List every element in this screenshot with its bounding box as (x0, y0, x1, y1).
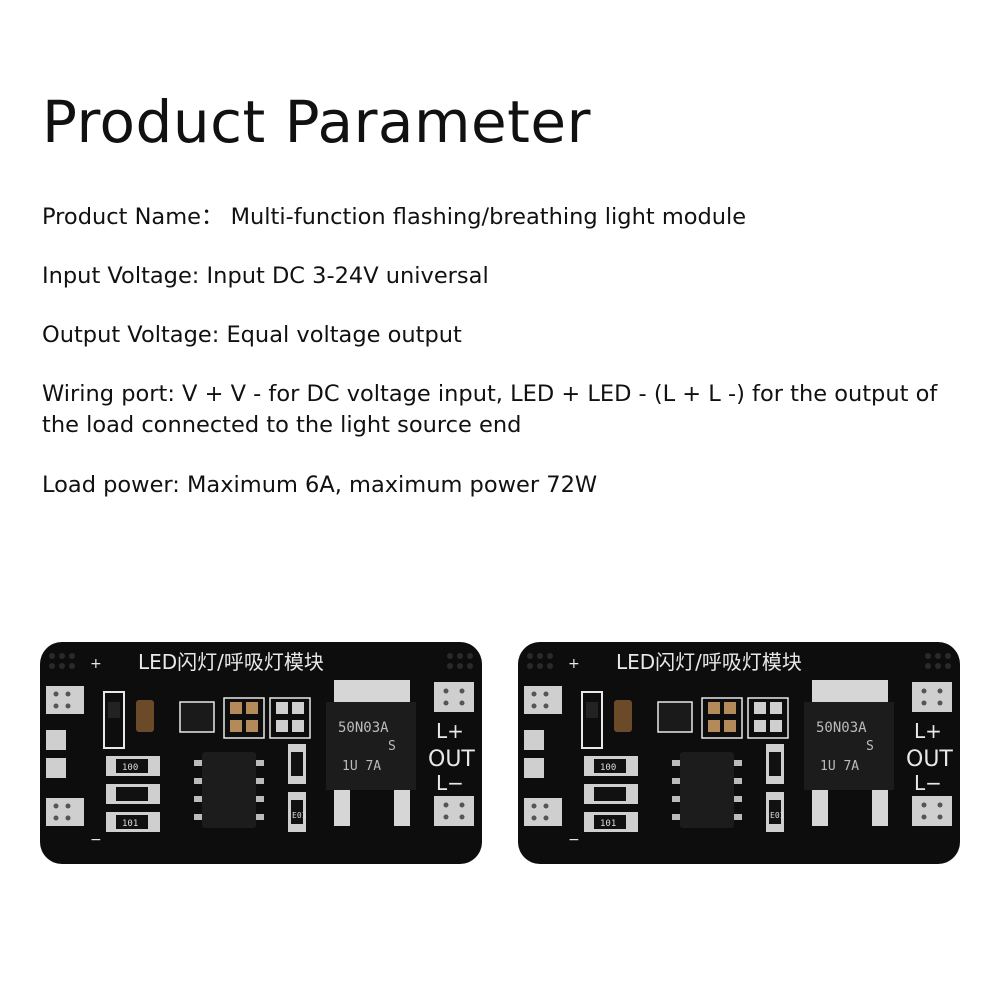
mosfet-marking-2: S (388, 739, 396, 754)
param-product-name: Product Name： Multi-function flashing/br… (42, 204, 747, 230)
out-label: OUT (906, 747, 953, 772)
resistor-a-label: 100 (122, 763, 138, 773)
resistor-b-label: E01 (770, 811, 785, 820)
pcb-module-image: LED闪灯/呼吸灯模块 + − 100 101 (518, 642, 960, 864)
silkscreen-title: LED闪灯/呼吸灯模块 (616, 650, 802, 674)
param-input-voltage: Input Voltage: Input DC 3-24V universal (42, 263, 489, 289)
out-plus-label: L+ (914, 719, 942, 743)
page-title: Product Parameter (42, 88, 591, 156)
out-plus-label: L+ (436, 719, 464, 743)
param-output-voltage: Output Voltage: Equal voltage output (42, 322, 462, 348)
mosfet-marking-2: S (866, 739, 874, 754)
param-load-power: Load power: Maximum 6A, maximum power 72… (42, 472, 598, 498)
mosfet-marking-1: 50N03A (816, 720, 867, 736)
mosfet-marking-1: 50N03A (338, 720, 389, 736)
resistor-c-label: 101 (122, 819, 138, 829)
silkscreen-title: LED闪灯/呼吸灯模块 (138, 650, 324, 674)
out-label: OUT (428, 747, 475, 772)
mosfet-marking-3: 1U 7A (342, 759, 381, 774)
v-minus-label: − (568, 832, 580, 848)
param-wiring-port: Wiring port: V + V - for DC voltage inpu… (42, 381, 938, 438)
v-plus-label: + (568, 656, 580, 672)
resistor-b-label: E01 (292, 811, 307, 820)
pcb-module-photo-left: LED闪灯/呼吸灯模块 + − 100 (38, 640, 484, 866)
out-minus-label: L− (914, 771, 942, 795)
v-plus-label: + (90, 656, 102, 672)
pcb-module-photo-right: LED闪灯/呼吸灯模块 + − 100 101 (516, 640, 962, 866)
pcb-module-image: LED闪灯/呼吸灯模块 + − 100 (40, 642, 482, 864)
mosfet-marking-3: 1U 7A (820, 759, 859, 774)
out-minus-label: L− (436, 771, 464, 795)
resistor-a-label: 100 (600, 763, 616, 773)
v-minus-label: − (90, 832, 102, 848)
resistor-c-label: 101 (600, 819, 616, 829)
